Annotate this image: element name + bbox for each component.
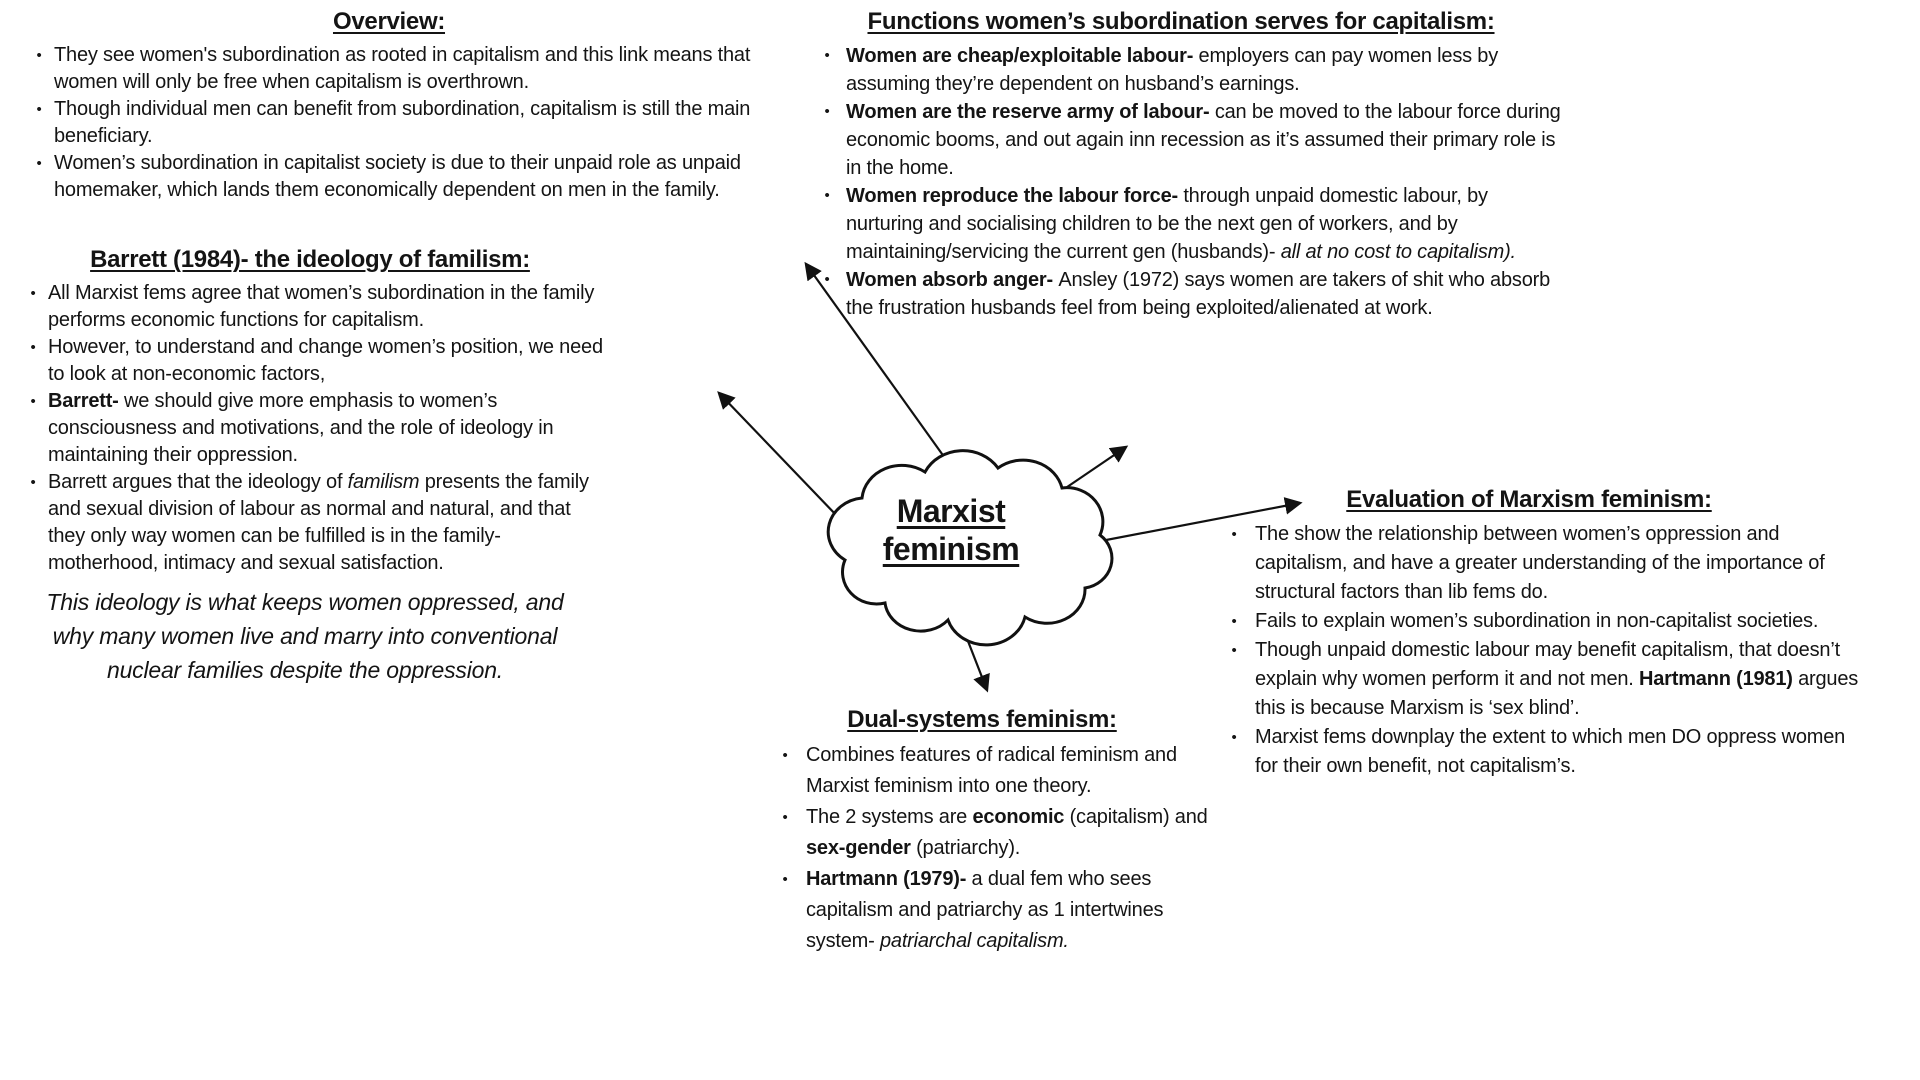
bullet-marker: • xyxy=(30,474,36,491)
bullet-text: Barrett- we should give more emphasis to… xyxy=(48,390,554,466)
bullet-marker: • xyxy=(30,339,36,356)
bullet-text: Hartmann (1979)- a dual fem who sees cap… xyxy=(806,868,1164,952)
arrow-to-dual-systems xyxy=(950,599,990,693)
bullet-item: • Fails to explain women’s subordination … xyxy=(1195,607,1863,636)
central-topic-line2: feminism xyxy=(882,531,1020,567)
overview-bullet-list: • They see women's subordination as roote… xyxy=(18,42,760,204)
bullet-text: Women’s subordination in capitalist soci… xyxy=(54,152,741,201)
bullet-marker: • xyxy=(1231,613,1237,630)
overview-title: Overview: xyxy=(332,8,446,35)
bullet-item: • Women are cheap/exploitable labour- emp… xyxy=(798,42,1564,98)
bullet-item: • Barrett argues that the ideology of fam… xyxy=(8,469,612,577)
bullet-text: Women absorb anger- Ansley (1972) says w… xyxy=(846,269,1551,319)
bullet-text: The show the relationship between women’… xyxy=(1255,523,1825,603)
bullet-marker: • xyxy=(824,103,830,120)
bullet-item: • Though individual men can benefit from … xyxy=(18,96,760,150)
bullet-marker: • xyxy=(30,285,36,302)
evaluation-bullet-list: • The show the relationship between women… xyxy=(1195,520,1863,781)
arrow-to-functions xyxy=(1047,445,1129,501)
bullet-text: Though individual men can benefit from s… xyxy=(54,98,751,147)
bullet-text: Women are the reserve army of labour- ca… xyxy=(846,101,1561,179)
bullet-item: • Women are the reserve army of labour- c… xyxy=(798,98,1564,182)
dual-systems-bullet-list: • Combines features of radical feminism a… xyxy=(754,740,1210,957)
bullet-text: Women are cheap/exploitable labour- empl… xyxy=(846,45,1499,95)
bullet-marker: • xyxy=(824,271,830,288)
bullet-text: Though unpaid domestic labour may benefi… xyxy=(1255,639,1859,719)
bullet-marker: • xyxy=(824,47,830,64)
central-topic-line1: Marxist xyxy=(896,493,1006,529)
bullet-item: • However, to understand and change women… xyxy=(8,334,612,388)
bullet-marker: • xyxy=(30,393,36,410)
functions-section: Functions women’s subordination serves f… xyxy=(798,8,1564,322)
functions-bullet-list: • Women are cheap/exploitable labour- emp… xyxy=(798,42,1564,322)
bullet-item: • Women reproduce the labour force- throu… xyxy=(798,182,1564,266)
bullet-marker: • xyxy=(1231,642,1237,659)
bullet-item: • Hartmann (1979)- a dual fem who sees ca… xyxy=(754,864,1210,957)
dual-systems-section: Dual-systems feminism: • Combines feature… xyxy=(754,706,1210,957)
evaluation-section: Evaluation of Marxism feminism: • The sho… xyxy=(1195,486,1863,781)
bullet-item: • Combines features of radical feminism a… xyxy=(754,740,1210,802)
bullet-item: • Women’s subordination in capitalist soc… xyxy=(18,150,760,204)
barrett-ideology-note: This ideology is what keeps women oppres… xyxy=(46,589,564,683)
arrow-to-barrett xyxy=(717,391,863,543)
bullet-item: • The 2 systems are economic (capitalism)… xyxy=(754,802,1210,864)
bullet-text: Women reproduce the labour force- throug… xyxy=(846,185,1516,263)
overview-section: Overview: • They see women's subordinatio… xyxy=(18,8,760,204)
central-topic-label: Marxist feminism xyxy=(851,492,1051,568)
bullet-marker: • xyxy=(36,155,42,172)
bullet-item: • The show the relationship between women… xyxy=(1195,520,1863,607)
barrett-section: Barrett (1984)- the ideology of familism… xyxy=(8,246,612,687)
evaluation-title: Evaluation of Marxism feminism: xyxy=(1346,486,1712,513)
dual-systems-title: Dual-systems feminism: xyxy=(847,706,1117,733)
bullet-marker: • xyxy=(36,101,42,118)
bullet-text: However, to understand and change women’… xyxy=(48,336,603,385)
bullet-text: Fails to explain women’s subordination i… xyxy=(1255,610,1819,632)
bullet-marker: • xyxy=(36,47,42,64)
barrett-bullet-list: • All Marxist fems agree that women’s sub… xyxy=(8,280,612,577)
bullet-text: Barrett argues that the ideology of fami… xyxy=(48,471,589,574)
bullet-marker: • xyxy=(824,187,830,204)
bullet-text: Combines features of radical feminism an… xyxy=(806,744,1177,797)
bullet-item: • Marxist fems downplay the extent to whi… xyxy=(1195,723,1863,781)
bullet-marker: • xyxy=(1231,526,1237,543)
bullet-item: • Women absorb anger- Ansley (1972) says … xyxy=(798,266,1564,322)
barrett-title: Barrett (1984)- the ideology of familism… xyxy=(90,246,530,273)
bullet-item: • Though unpaid domestic labour may benef… xyxy=(1195,636,1863,723)
bullet-marker: • xyxy=(782,747,788,764)
bullet-marker: • xyxy=(782,809,788,826)
bullet-text: They see women's subordination as rooted… xyxy=(54,44,751,93)
bullet-item: • Barrett- we should give more emphasis t… xyxy=(8,388,612,469)
bullet-text: The 2 systems are economic (capitalism) … xyxy=(806,806,1208,859)
bullet-text: Marxist fems downplay the extent to whic… xyxy=(1255,726,1846,777)
bullet-marker: • xyxy=(782,871,788,888)
bullet-item: • They see women's subordination as roote… xyxy=(18,42,760,96)
bullet-item: • All Marxist fems agree that women’s sub… xyxy=(8,280,612,334)
functions-title: Functions women’s subordination serves f… xyxy=(867,8,1495,35)
bullet-marker: • xyxy=(1231,729,1237,746)
bullet-text: All Marxist fems agree that women’s subo… xyxy=(48,282,595,331)
